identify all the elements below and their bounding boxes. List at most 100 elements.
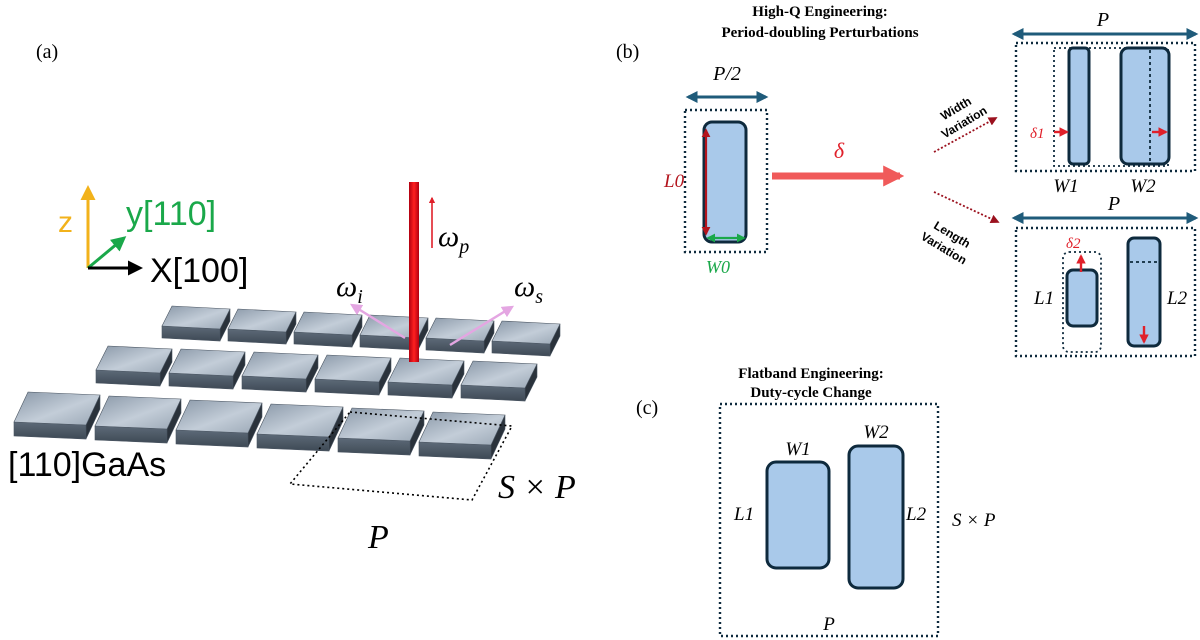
width-variation-text: Width Variation xyxy=(938,94,989,141)
pillar-top-face xyxy=(491,320,561,345)
length-inner-boundary xyxy=(1062,251,1102,353)
pillar xyxy=(293,311,363,348)
pillar xyxy=(418,411,506,460)
y-axis-arrow xyxy=(87,236,127,270)
pillar xyxy=(168,348,246,390)
pillar-top-face xyxy=(13,391,101,426)
y-axis-label: y[110] xyxy=(126,195,216,233)
width-cell-boundary xyxy=(1014,41,1197,173)
omega-i-label: ω xyxy=(336,270,357,303)
period-label: P xyxy=(367,519,389,556)
panel-a: (a) z y[110] X[100] ωp ωi ωs [110]GaAs P… xyxy=(8,41,576,556)
w2-label: W2 xyxy=(1130,176,1156,197)
unit-cell-pillar xyxy=(702,120,748,244)
x-axis-label: X[100] xyxy=(150,252,248,290)
pillar-top-face xyxy=(418,411,506,446)
panel-c-title-line2: Duty-cycle Change xyxy=(750,385,872,401)
pillar xyxy=(161,305,231,342)
pillar xyxy=(460,360,538,402)
svg-text:ωp: ωp xyxy=(438,220,469,258)
z-axis-label: z xyxy=(58,206,73,239)
width-inner-boundary xyxy=(1053,47,1169,167)
pillar-top-face xyxy=(168,348,246,377)
pillar-top-face xyxy=(387,357,465,386)
pillar xyxy=(387,357,465,399)
pillar-top-face xyxy=(314,354,392,383)
pillar-top-face xyxy=(95,345,173,374)
flatband-period-label: P xyxy=(822,614,835,635)
pillar xyxy=(227,308,297,345)
pillar-top-face xyxy=(94,395,182,430)
flatband-w1-label: W1 xyxy=(785,439,810,460)
delta1-label: δ1 xyxy=(1030,126,1044,142)
pillar xyxy=(175,399,263,448)
omega-s-sub: s xyxy=(535,286,543,308)
width-label: W0 xyxy=(706,257,730,277)
pillar-top-face xyxy=(460,360,538,389)
pillar-top-face xyxy=(256,403,344,438)
pillar xyxy=(314,354,392,396)
short-pillar xyxy=(1065,268,1099,328)
omega-p-label: ω xyxy=(438,220,459,253)
length-variation-text: Length Variation xyxy=(918,218,972,267)
panel-c: (c) Flatband Engineering: Duty-cycle Cha… xyxy=(636,366,996,638)
unit-cell: P/2 L0 W0 xyxy=(663,63,769,277)
pillar xyxy=(256,403,344,452)
length-variation-arrow xyxy=(933,191,1000,224)
pillar xyxy=(95,345,173,387)
panel-b: (b) High-Q Engineering: Period-doubling … xyxy=(616,4,1199,358)
unit-cell-boundary xyxy=(683,108,769,254)
length-cell-boundary xyxy=(1014,226,1197,358)
flatband-l1-label: L1 xyxy=(733,504,754,525)
substrate-label: [110]GaAs xyxy=(8,446,166,484)
length-label: L0 xyxy=(663,171,685,192)
flatband-pillar-1 xyxy=(765,460,831,570)
omega-p-sub: p xyxy=(457,236,469,258)
panel-b-title-line1: High-Q Engineering: xyxy=(752,4,887,20)
length-variation-cell: P δ2 L1 L2 xyxy=(1011,193,1199,358)
pillar-top-face xyxy=(337,407,425,442)
l1-label: L1 xyxy=(1033,288,1054,309)
omega-i-sub: i xyxy=(357,286,363,308)
delta2-label: δ2 xyxy=(1066,236,1081,252)
pillar-top-face xyxy=(161,305,231,330)
pillar-top-face xyxy=(241,351,319,380)
wide-pillar xyxy=(1119,46,1171,166)
pillar-top-face xyxy=(175,399,263,434)
length-period-label: P xyxy=(1107,193,1120,215)
pillar xyxy=(425,317,495,354)
panel-a-label: (a) xyxy=(36,41,58,63)
pillar xyxy=(491,320,561,357)
width-period-label: P xyxy=(1096,9,1109,31)
panel-b-label: (b) xyxy=(616,41,639,63)
w1-label: W1 xyxy=(1053,176,1078,197)
svg-text:ωi: ωi xyxy=(336,270,363,308)
coordinate-axes: z y[110] X[100] xyxy=(58,185,248,290)
delta-label: δ xyxy=(834,138,845,163)
pillar xyxy=(13,391,101,440)
omega-s-label: ω xyxy=(514,270,535,303)
pillar-top-face xyxy=(227,308,297,333)
pump-beam xyxy=(409,182,419,362)
narrow-pillar xyxy=(1067,46,1091,166)
pillar-top-face xyxy=(425,317,495,342)
signal-arrow xyxy=(449,305,515,347)
flatband-l2-label: L2 xyxy=(905,504,927,525)
long-pillar xyxy=(1126,236,1162,348)
svg-text:ωs: ωs xyxy=(514,270,543,308)
flatband-w2-label: W2 xyxy=(863,422,889,443)
half-period-label: P/2 xyxy=(712,63,741,85)
pillar-array xyxy=(13,305,561,460)
width-variation-cell: P δ1 W1 W2 xyxy=(1011,9,1199,197)
pillar xyxy=(337,407,425,456)
panel-b-title-line2: Period-doubling Perturbations xyxy=(721,25,918,41)
panel-c-label: (c) xyxy=(636,397,658,419)
l2-label: L2 xyxy=(1166,288,1188,309)
flatband-pillar-2 xyxy=(847,444,905,590)
pillar-top-face xyxy=(293,311,363,336)
panel-c-title-line1: Flatband Engineering: xyxy=(738,366,883,382)
supercell-label: S × P xyxy=(498,469,576,506)
supercell-outline xyxy=(288,411,514,501)
pillar xyxy=(94,395,182,444)
